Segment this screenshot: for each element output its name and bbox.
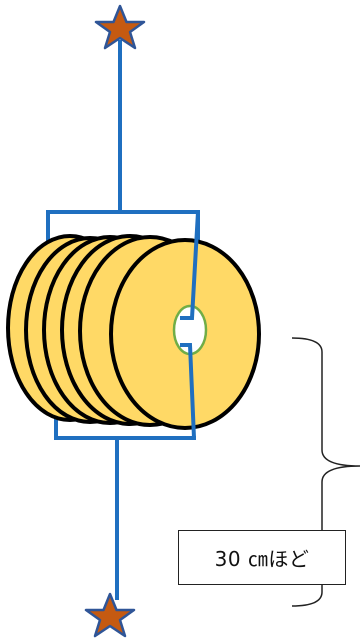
top-star-icon [94,4,146,50]
measure-brace [291,337,361,607]
length-label-box: 30 ㎝ほど [178,530,346,585]
length-label: 30 ㎝ほど [214,547,310,571]
disc-stack [6,234,261,430]
frame-right-rod [180,211,200,440]
bottom-star-icon [84,592,136,638]
